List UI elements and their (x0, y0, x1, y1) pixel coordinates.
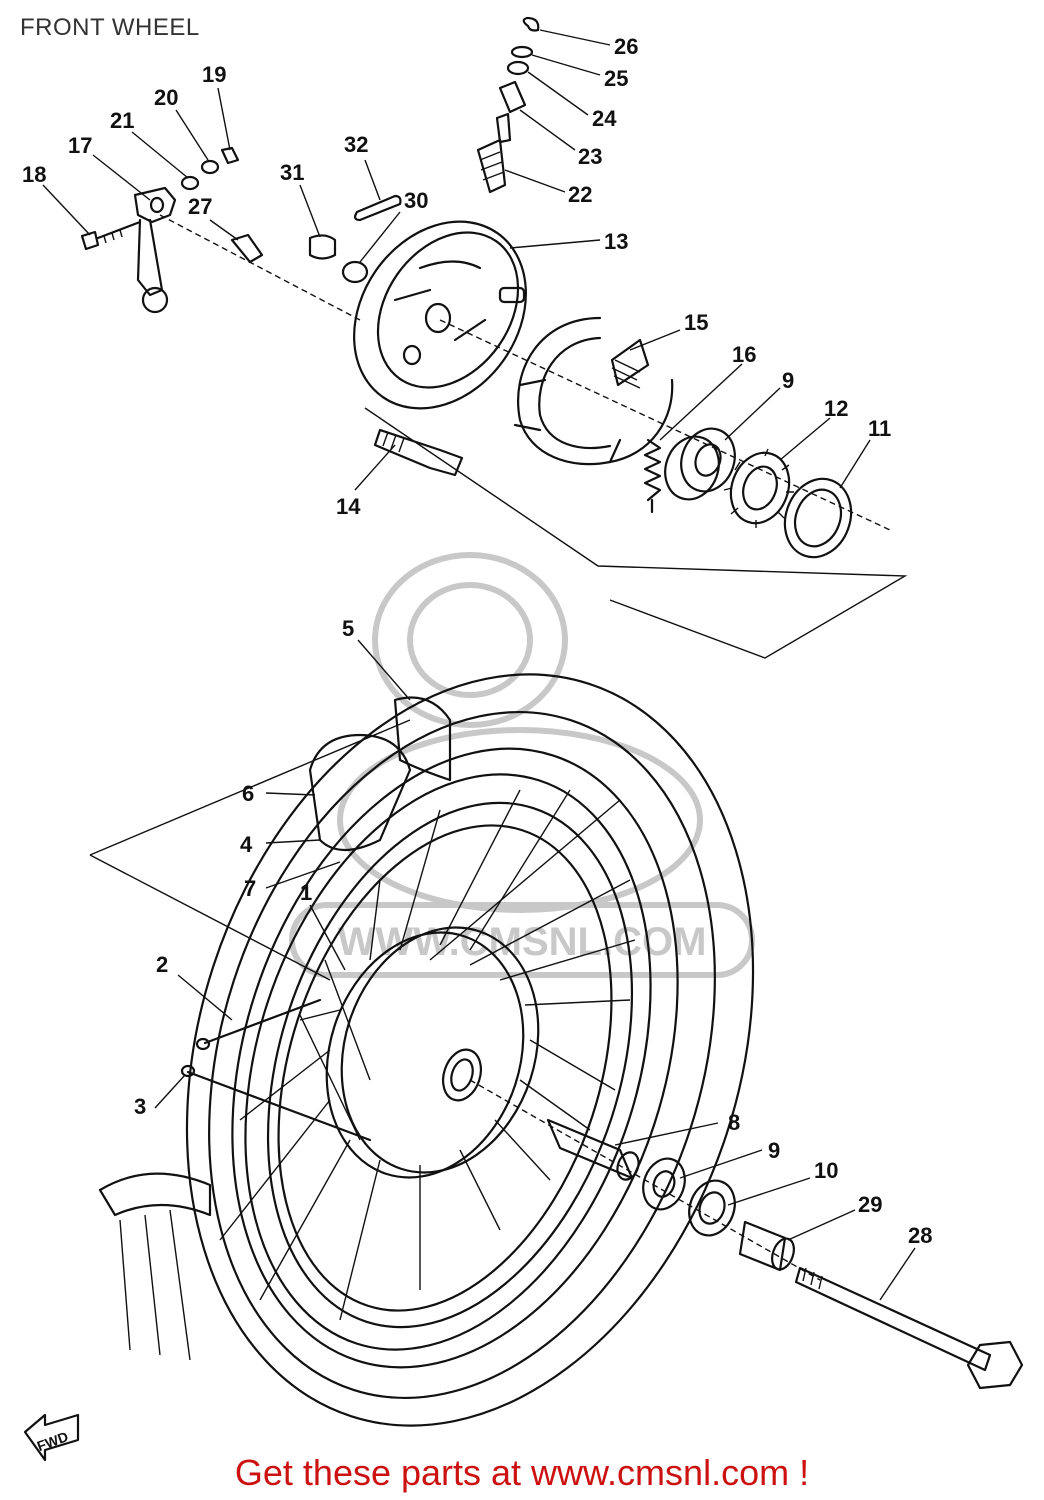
brake-shoes (513, 316, 674, 466)
callout-30: 30 (404, 188, 428, 213)
callout-3: 3 (134, 1094, 146, 1119)
callout-8: 8 (728, 1110, 740, 1135)
callout-9-lower: 9 (768, 1138, 780, 1163)
callout-18: 18 (22, 162, 46, 187)
page-title: FRONT WHEEL (20, 14, 200, 41)
oil-seal (783, 477, 853, 559)
promo-banner-link[interactable]: Get these parts at www.cmsnl.com ! (234, 1452, 810, 1493)
return-spring (643, 438, 662, 514)
callout-14: 14 (336, 494, 361, 519)
spoke-samples (180, 998, 372, 1142)
callout-23: 23 (578, 144, 602, 169)
brake-arm (80, 146, 402, 314)
meter-drive (476, 16, 540, 194)
callout-26: 26 (614, 34, 638, 59)
callout-20: 20 (154, 85, 178, 110)
callout-21: 21 (110, 108, 134, 133)
callout-labels: 26 25 24 23 22 13 19 20 21 17 18 27 32 3… (22, 34, 932, 1248)
callout-17: 17 (68, 133, 92, 158)
watermark-text: WWW.CMSNL.COM (338, 920, 707, 964)
callout-13: 13 (604, 229, 628, 254)
callout-32: 32 (344, 132, 368, 157)
callout-1: 1 (300, 880, 312, 905)
callout-leaders (42, 29, 916, 1301)
bearing-lower (642, 1157, 686, 1211)
callout-28: 28 (908, 1223, 932, 1248)
callout-10: 10 (814, 1158, 838, 1183)
callout-15: 15 (684, 310, 708, 335)
callout-4: 4 (240, 832, 253, 857)
front-axle (794, 1266, 1024, 1390)
callout-25: 25 (604, 66, 628, 91)
callout-6: 6 (242, 781, 254, 806)
callout-2: 2 (156, 952, 168, 977)
hub (325, 926, 540, 1179)
axle-collar (738, 1220, 795, 1272)
meter-gear (723, 448, 794, 528)
brake-camshaft (373, 428, 464, 477)
rim (266, 801, 634, 1329)
callout-5: 5 (342, 616, 354, 641)
callout-9-upper: 9 (782, 368, 794, 393)
bearing-upper (664, 427, 736, 501)
spokes (219, 789, 636, 1321)
watermark-logo: WWW.CMSNL.COM (289, 552, 755, 978)
callout-11: 11 (868, 416, 891, 441)
oil-seal-lower (688, 1179, 736, 1237)
tire (98, 673, 755, 1427)
callout-16: 16 (732, 342, 756, 367)
callout-22: 22 (568, 182, 592, 207)
callout-7: 7 (244, 876, 256, 901)
callout-29: 29 (858, 1192, 882, 1217)
spacer-collar (546, 1118, 640, 1181)
callout-12: 12 (824, 396, 848, 421)
brake-panel (353, 220, 527, 410)
callout-19: 19 (202, 62, 226, 87)
callout-27: 27 (188, 194, 212, 219)
fwd-label: FWD (35, 1428, 70, 1454)
callout-24: 24 (592, 106, 617, 131)
callout-31: 31 (280, 160, 304, 185)
